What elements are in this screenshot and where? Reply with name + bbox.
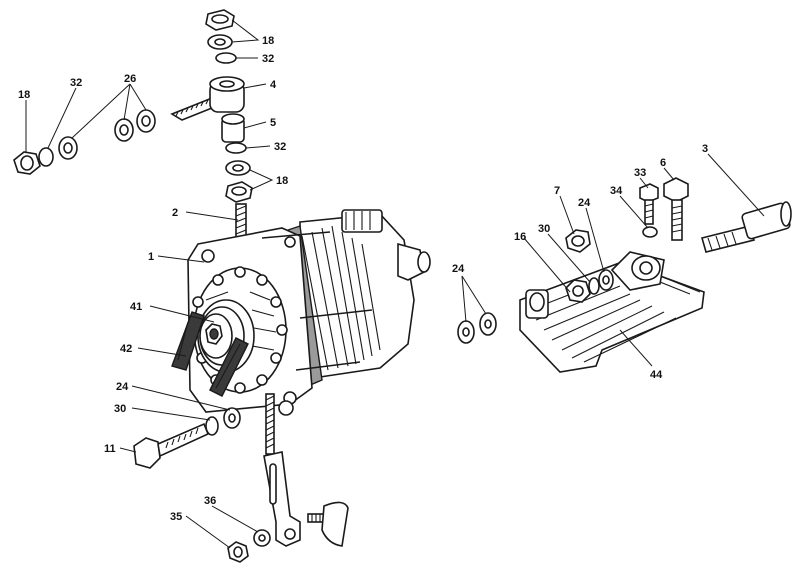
adjusting-rod (265, 393, 275, 455)
mid-nut (225, 181, 253, 203)
left-washer-b (114, 118, 134, 142)
washer-24-mid-a (457, 320, 475, 344)
adjusting-sleeve-3 (701, 201, 792, 253)
callout-labels: 18 32 4 5 32 18 18 32 26 2 1 41 42 24 30… (18, 35, 708, 523)
callout-32-mid: 32 (274, 141, 286, 153)
callout-7: 7 (554, 185, 560, 197)
callout-42: 42 (120, 343, 132, 355)
callout-32-left: 32 (70, 77, 82, 89)
washer-36 (253, 529, 271, 547)
top-spring-ring (215, 52, 237, 64)
left-nut (13, 151, 41, 175)
drive-belt-lower (209, 337, 249, 397)
tension-arm-link (170, 76, 245, 121)
spring-ring-30-right (588, 277, 600, 295)
nut-35 (227, 541, 249, 563)
nut-16 (565, 279, 591, 303)
spring-ring-30-left (205, 416, 219, 436)
callout-36: 36 (204, 495, 216, 507)
callout-2: 2 (172, 207, 178, 219)
mounting-bracket (519, 251, 705, 373)
callout-24-left: 24 (116, 381, 129, 393)
callout-16: 16 (514, 231, 526, 243)
mid-washer (225, 160, 251, 176)
callout-24-bracket: 24 (578, 197, 591, 209)
hex-bolt-11 (133, 422, 210, 469)
nut-7 (565, 229, 591, 253)
top-nut (205, 9, 235, 31)
callout-34: 34 (610, 185, 623, 197)
callout-44: 44 (650, 369, 663, 381)
washer-24-mid-b (479, 312, 497, 336)
bolt-6 (663, 177, 689, 241)
spacer-bushing (221, 113, 245, 143)
callout-18-top: 18 (262, 35, 274, 47)
callout-6: 6 (660, 157, 666, 169)
callout-30-bracket: 30 (538, 223, 550, 235)
callout-18-mid: 18 (276, 175, 288, 187)
callout-41: 41 (130, 301, 142, 313)
washer-24-bracket (598, 269, 614, 291)
adjusting-strap (263, 451, 301, 547)
callout-35: 35 (170, 511, 182, 523)
callout-24-right: 24 (452, 263, 465, 275)
callout-18-left: 18 (18, 89, 30, 101)
callout-32-top: 32 (262, 53, 274, 65)
callout-30-left: 30 (114, 403, 126, 415)
left-washer-c (136, 109, 156, 133)
left-washer-a (58, 136, 78, 160)
spring-ring-34 (642, 226, 658, 238)
left-spring-ring (38, 147, 54, 167)
leader-lines (25, 19, 765, 549)
callout-5: 5 (270, 117, 276, 129)
bolt-33 (639, 183, 659, 225)
callout-26: 26 (124, 73, 136, 85)
top-washer (207, 34, 233, 50)
callout-33: 33 (634, 167, 646, 179)
callout-11: 11 (104, 443, 116, 455)
callout-4: 4 (270, 79, 277, 91)
small-bolt-lower (307, 501, 349, 547)
mid-spring-ring (225, 142, 247, 154)
washer-24-left (223, 407, 241, 429)
callout-1: 1 (148, 251, 154, 263)
callout-3: 3 (702, 143, 708, 155)
